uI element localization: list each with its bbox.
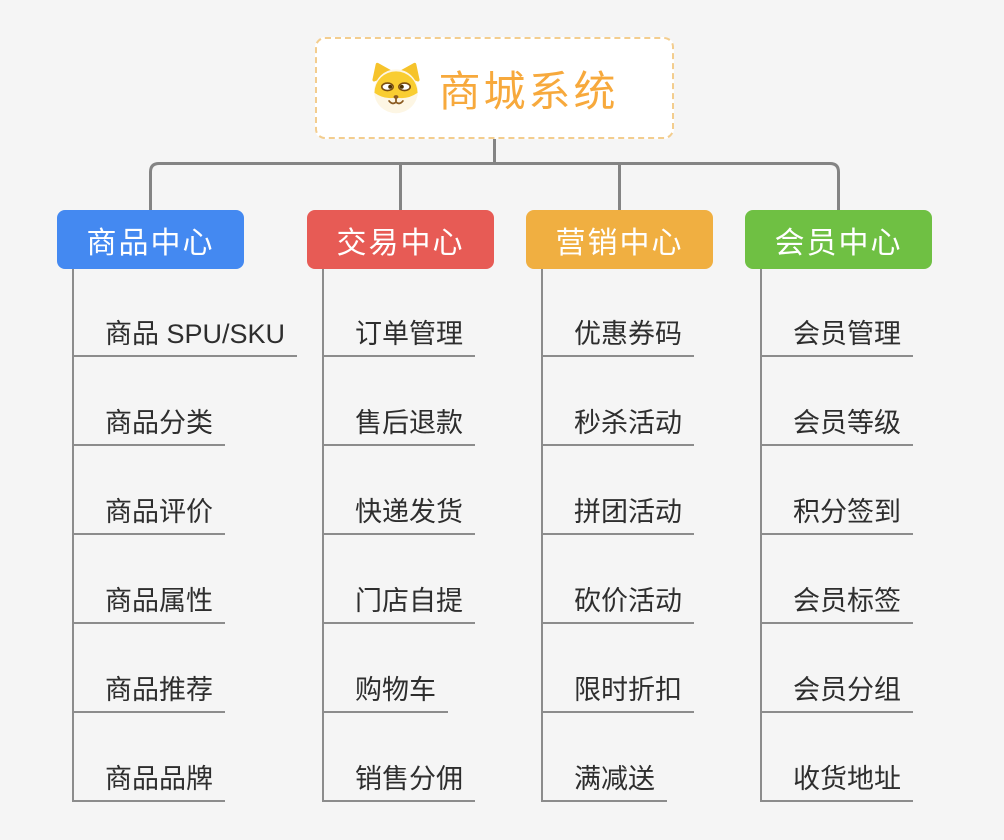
branch-trunk-line [322, 269, 324, 802]
leaf-item[interactable]: 会员标签 [760, 578, 913, 624]
leaf-item[interactable]: 购物车 [322, 667, 448, 713]
leaf-item[interactable]: 商品评价 [72, 489, 225, 535]
leaf-item[interactable]: 优惠券码 [541, 311, 694, 357]
leaf-item[interactable]: 收货地址 [760, 756, 913, 802]
branch-node-marketing-center[interactable]: 营销中心 [526, 210, 713, 269]
leaf-item[interactable]: 满减送 [541, 756, 667, 802]
leaf-item[interactable]: 会员管理 [760, 311, 913, 357]
leaf-item[interactable]: 商品品牌 [72, 756, 225, 802]
branch-node-product-center[interactable]: 商品中心 [57, 210, 244, 269]
leaf-item[interactable]: 秒杀活动 [541, 400, 694, 446]
leaf-item[interactable]: 商品推荐 [72, 667, 225, 713]
leaf-item[interactable]: 商品属性 [72, 578, 225, 624]
branch-node-member-center[interactable]: 会员中心 [745, 210, 932, 269]
leaf-item[interactable]: 商品 SPU/SKU [72, 311, 298, 357]
leaf-item[interactable]: 积分签到 [760, 489, 913, 535]
root-title: 商城系统 [438, 67, 619, 115]
branch-trunk-line [760, 269, 762, 802]
leaf-item[interactable]: 会员分组 [760, 667, 913, 713]
root-node[interactable]: 商城系统 [315, 37, 674, 139]
branch-trunk-line [541, 269, 543, 802]
leaf-item[interactable]: 售后退款 [322, 400, 475, 446]
branch-trunk-line [72, 269, 74, 802]
leaf-item[interactable]: 限时折扣 [541, 667, 694, 713]
leaf-item[interactable]: 砍价活动 [541, 578, 694, 624]
dog-face-icon [370, 62, 422, 114]
branch-node-trade-center[interactable]: 交易中心 [307, 210, 494, 269]
leaf-item[interactable]: 订单管理 [322, 311, 475, 357]
leaf-item[interactable]: 拼团活动 [541, 489, 694, 535]
leaf-item[interactable]: 快递发货 [322, 489, 475, 535]
leaf-item[interactable]: 商品分类 [72, 400, 225, 446]
leaf-item[interactable]: 会员等级 [760, 400, 913, 446]
leaf-item[interactable]: 门店自提 [322, 578, 475, 624]
leaf-item[interactable]: 销售分佣 [322, 756, 475, 802]
